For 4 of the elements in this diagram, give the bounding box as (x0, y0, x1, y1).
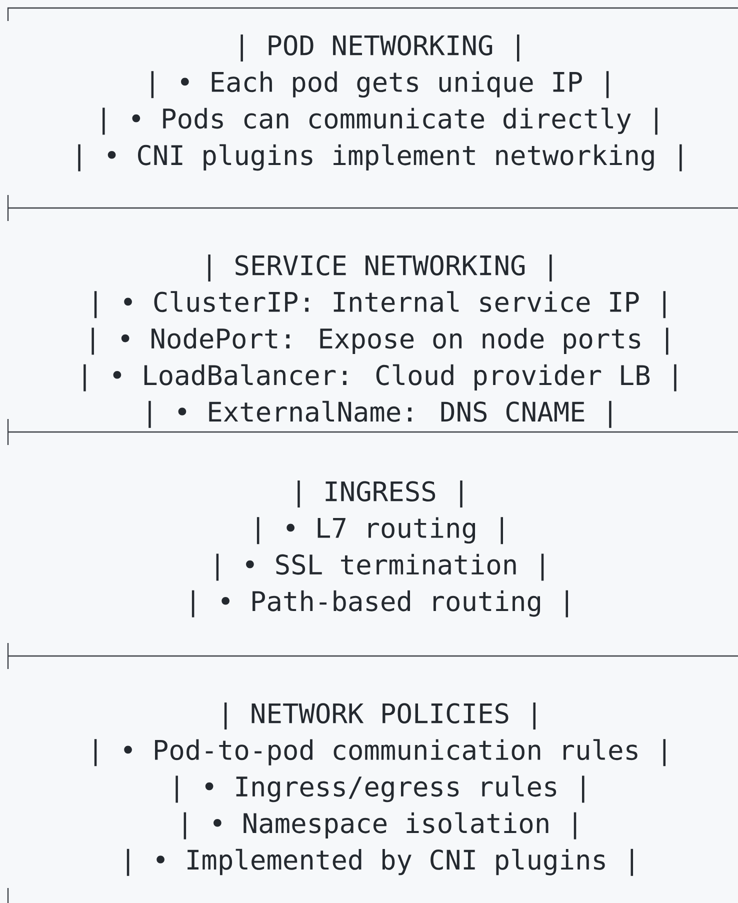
text-section: | NETWORK POLICIES | | • Pod-to-pod communication rules | | • Ingress/egress rules | | • Namespace isolation | | • Implemented by CNI plugins | (94, 702, 666, 876)
text-section: | SERVICE NETWORKING | | • ClusterIP: Internal service IP | | • NodePort: Expose on node ports | | • LoadBalancer: Cloud provider LB | | • ExternalName: DNS CNAME | (84, 254, 676, 428)
text-section: | POD NETWORKING | | • Each pod gets unique IP | | • Pods can communicate directly | | • CNI plugins implement networking | (78, 34, 682, 172)
text-section: | INGRESS | | • L7 routing | | • SSL termination | | • Path-based routing | (192, 480, 568, 618)
